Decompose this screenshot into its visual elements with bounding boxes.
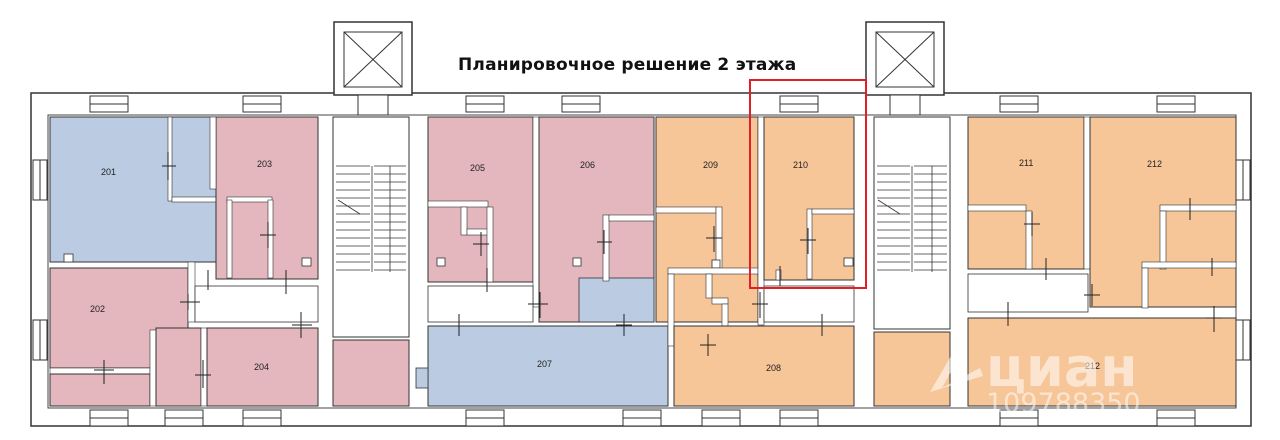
room-label-201: 201 — [101, 167, 116, 177]
room-label-208: 208 — [766, 363, 781, 373]
room-label-204: 204 — [254, 362, 269, 372]
plan-title: Планировочное решение 2 этажа — [458, 55, 797, 75]
room-204[interactable] — [206, 327, 319, 407]
watermark: циан 109788350 — [930, 336, 1141, 419]
windows-bottom — [89, 409, 1196, 427]
staircase-left — [332, 116, 410, 407]
room-label-205: 205 — [470, 163, 485, 173]
room-label-212-lower: 212 — [1085, 361, 1100, 371]
staircase-right — [873, 116, 951, 407]
room-label-212-upper: 212 — [1147, 159, 1162, 169]
corridor-right — [967, 273, 1089, 313]
room-label-210: 210 — [793, 160, 808, 170]
room-label-209: 209 — [703, 160, 718, 170]
corridor-right-middle — [763, 285, 855, 323]
room-205[interactable] — [427, 116, 534, 283]
windows-top — [89, 95, 1196, 113]
room-label-203: 203 — [257, 159, 272, 169]
corridor-left — [194, 285, 319, 323]
room-202-annex — [49, 373, 151, 407]
windows-side — [32, 159, 1251, 361]
shaft-right — [865, 21, 945, 116]
room-label-206: 206 — [580, 160, 595, 170]
room-204-annex — [155, 327, 202, 407]
room-207[interactable] — [427, 325, 669, 407]
room-label-207: 207 — [537, 359, 552, 369]
watermark-listing-id: 109788350 — [986, 388, 1141, 419]
corridor-middle — [427, 285, 534, 323]
highlight-frame-210 — [749, 79, 867, 289]
room-label-202: 202 — [90, 304, 105, 314]
watermark-brand: циан — [986, 336, 1138, 399]
room-212-lower[interactable] — [967, 317, 1237, 407]
room-201[interactable] — [49, 116, 225, 263]
room-label-211: 211 — [1019, 158, 1033, 168]
room-208[interactable] — [673, 325, 855, 407]
shaft-left — [333, 21, 413, 116]
cian-logo-icon — [930, 344, 983, 392]
door-markers — [94, 152, 1222, 388]
